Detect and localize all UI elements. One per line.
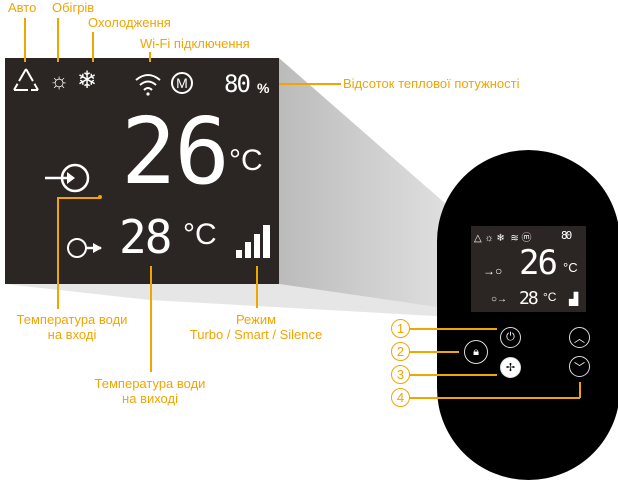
- callout-4: 4: [391, 388, 410, 407]
- water-inlet-icon: [45, 163, 90, 193]
- power-percent-value: 80: [224, 70, 251, 98]
- label-power-percent: Відсоток теплової потужності: [343, 76, 520, 91]
- inlet-temp-unit: °C: [229, 144, 263, 177]
- small-inlet-icon: →○: [483, 264, 503, 278]
- callout-3: 3: [391, 365, 410, 384]
- small-main-temp: 26: [519, 243, 558, 283]
- label-inlet-1: Температура води: [16, 312, 128, 327]
- leader-wifi: [149, 52, 151, 62]
- leader-3: [409, 374, 497, 376]
- small-percent: 80: [561, 229, 572, 242]
- small-outlet-temp: 28: [519, 288, 539, 309]
- display-small: △ ☼ ❄ ≋ ⓜ 80 26 °C →○ 28 °C ○→ ▟: [471, 226, 586, 312]
- leader-mode: [256, 266, 258, 308]
- label-outlet-1: Температура води: [94, 376, 206, 391]
- outlet-temp-unit: °C: [183, 218, 217, 251]
- mode-signal-bars-icon: [236, 225, 270, 258]
- small-main-unit: °C: [563, 260, 578, 275]
- label-auto: Авто: [8, 0, 37, 15]
- inlet-temp-value: 26: [121, 98, 230, 205]
- water-outlet-icon: [67, 238, 102, 258]
- callout-1: 1: [391, 319, 410, 338]
- projection-shading: [5, 58, 471, 318]
- leader-inlet-h: [57, 197, 100, 199]
- outlet-temp-value: 28: [119, 210, 172, 264]
- leader-percent: [279, 83, 341, 85]
- label-outlet-2: на виході: [122, 391, 178, 406]
- mode-m-icon: M: [171, 72, 193, 94]
- leader-outlet: [150, 266, 152, 372]
- dot: [98, 195, 102, 199]
- percent-unit: %: [257, 80, 270, 96]
- label-wifi: Wi-Fi підключення: [140, 36, 250, 51]
- auto-mode-icon: [13, 68, 39, 91]
- lock-button[interactable]: 🔒︎: [464, 340, 488, 364]
- display-enlarged: ☼ ❄ M 80 % 26 °C 28 °C: [5, 58, 279, 284]
- leader-heating: [57, 18, 59, 62]
- leader-4: [409, 397, 580, 399]
- leader-inlet-v: [57, 197, 59, 309]
- small-signal-icon: ▟: [569, 292, 579, 306]
- small-status-icons: △ ☼ ❄ ≋ ⓜ: [474, 233, 532, 244]
- label-inlet-2: на вході: [47, 327, 97, 342]
- small-outlet-icon: ○→: [491, 294, 508, 305]
- leader-auto: [24, 18, 26, 62]
- leader-cooling: [92, 32, 94, 62]
- controller-device: [437, 150, 618, 480]
- label-heating: Обігрів: [52, 0, 95, 15]
- up-button[interactable]: ︿: [569, 327, 590, 348]
- snowflake-cooling-icon: ❄: [77, 67, 98, 94]
- leader-2: [409, 351, 459, 353]
- wifi-icon: [135, 74, 161, 96]
- sun-heating-icon: ☼: [49, 68, 70, 93]
- label-cooling: Охолодження: [88, 15, 171, 30]
- leader-1: [409, 328, 497, 330]
- label-mode-1: Режим: [235, 312, 277, 327]
- leader-4-v: [579, 382, 581, 398]
- small-outlet-unit: °C: [543, 290, 557, 304]
- callout-2: 2: [391, 342, 410, 361]
- down-button[interactable]: ﹀: [569, 356, 590, 377]
- label-mode-2: Turbo / Smart / Silence: [189, 327, 323, 342]
- power-button[interactable]: ⏻: [500, 327, 521, 348]
- fan-button[interactable]: ✢: [500, 357, 521, 378]
